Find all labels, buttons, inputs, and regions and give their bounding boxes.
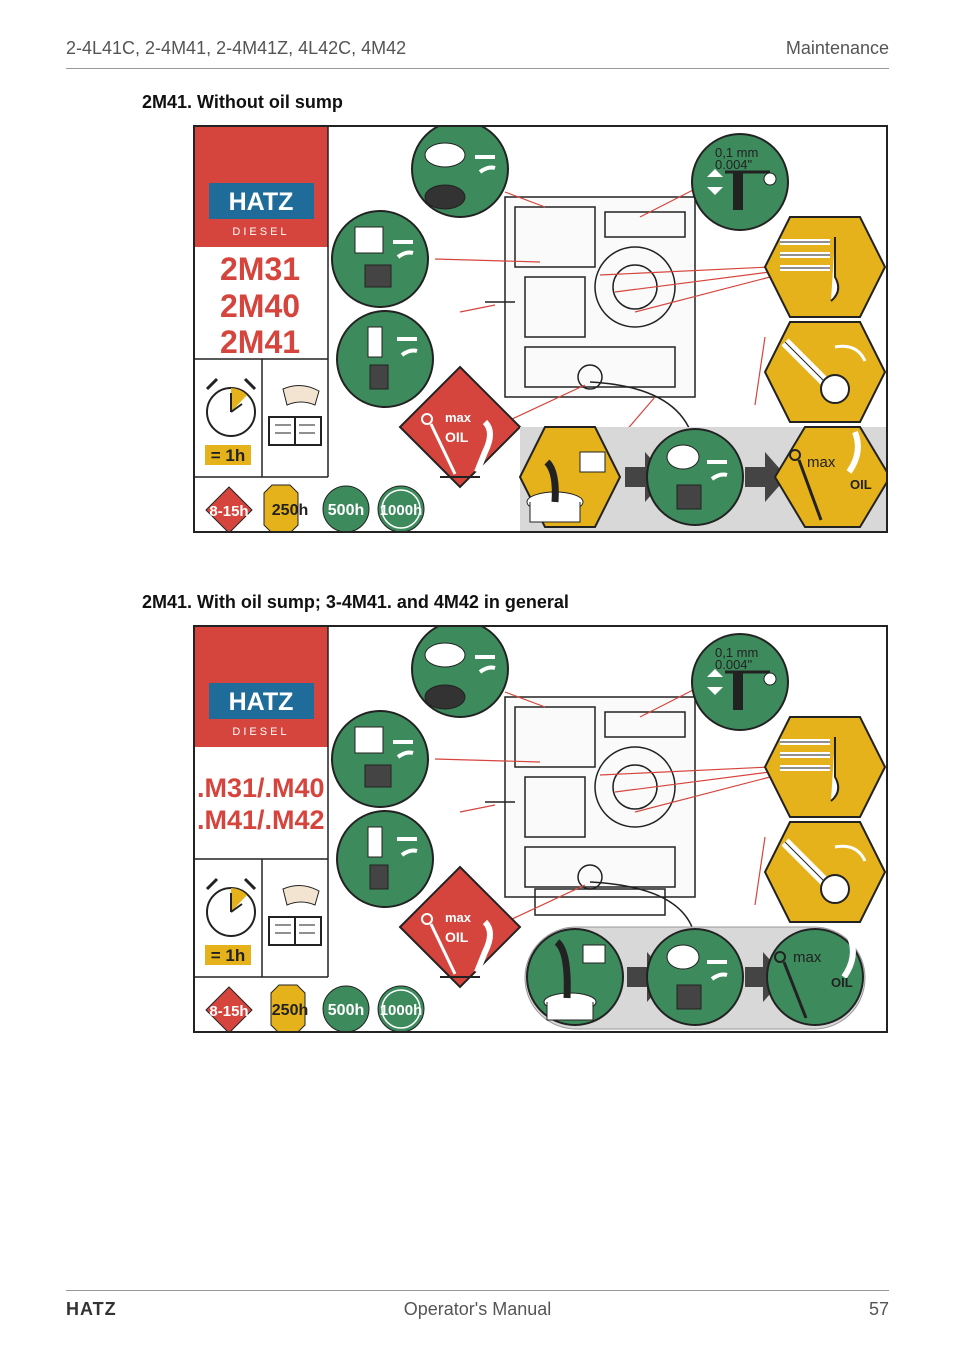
duration-label: = 1h (211, 446, 246, 465)
logo-sub: DIESEL (232, 226, 289, 238)
wrench-icon (763, 821, 886, 923)
valve-inch: 0.004" (715, 657, 753, 672)
valve-inch: 0.004" (715, 157, 753, 172)
engine-illustration (485, 696, 696, 916)
fill-oil: OIL (831, 975, 853, 990)
read-manual-icon (268, 385, 322, 446)
fuel-prefilter-icon (336, 310, 434, 408)
interval-500h-badge (322, 485, 370, 531)
page-number: 57 (868, 1299, 889, 1319)
interval-1000h-badge (377, 485, 425, 531)
model-line-3: 2M41 (220, 324, 300, 360)
fill-oil: OIL (850, 477, 872, 492)
footer-brand: HATZ (66, 1299, 117, 1319)
footer-title: Operator's Manual (403, 1299, 552, 1319)
interval-250h-badge (270, 984, 306, 1031)
alarm-clock-icon (205, 877, 257, 937)
interval-4: 1000h (380, 502, 423, 519)
oil-filter-change-icon (646, 928, 744, 1026)
model-line-1: 2M31 (220, 251, 300, 287)
interval-8-15h-badge (205, 486, 253, 531)
fuel-filter-icon (331, 210, 429, 308)
drain-oil-icon (526, 928, 624, 1026)
page-header: 2-4L41C, 2-4M41, 2-4M41Z, 4L42C, 4M42 Ma… (66, 38, 889, 69)
check-oil: OIL (445, 429, 469, 445)
interval-8-15h-badge (205, 986, 253, 1031)
fill-oil-icon (766, 928, 864, 1026)
header-section: Maintenance (785, 38, 889, 58)
hatz-logo (209, 683, 314, 719)
model-line-1: .M31/.M40 (197, 773, 325, 803)
section-heading-1: 2M41. Without oil sump (142, 92, 343, 112)
cleaning-brush-icon (763, 216, 886, 318)
maintenance-panel-1: HATZ DIESEL 2M31 2M40 2M41 = 1h (193, 125, 888, 533)
maintenance-panel-2: HATZ DIESEL .M31/.M40 .M41/.M42 = 1h 8-1… (193, 625, 888, 1033)
logo-sub: DIESEL (232, 726, 289, 738)
valve-mm: 0,1 mm (715, 645, 758, 660)
fill-max: max (793, 949, 822, 966)
drain-oil-icon (518, 426, 622, 528)
hatz-logo (209, 183, 314, 219)
check-max: max (445, 910, 472, 925)
air-filter-icon (411, 627, 509, 718)
engine-illustration (485, 196, 696, 398)
duration-label: = 1h (211, 946, 246, 965)
valve-clearance-icon (691, 633, 789, 731)
interval-3: 500h (328, 502, 364, 519)
valve-mm: 0,1 mm (715, 145, 758, 160)
fuel-prefilter-icon (336, 810, 434, 908)
interval-1: 8-15h (209, 503, 248, 520)
oil-filter-change-icon (646, 428, 744, 526)
model-line-2: .M41/.M42 (197, 805, 325, 835)
check-oil: OIL (445, 929, 469, 945)
header-models: 2-4L41C, 2-4M41, 2-4M41Z, 4L42C, 4M42 (66, 38, 407, 58)
alarm-clock-icon (205, 377, 257, 437)
interval-250h-badge (263, 484, 299, 531)
interval-4: 1000h (380, 1002, 423, 1019)
interval-1: 8-15h (209, 1003, 248, 1020)
valve-clearance-icon (691, 133, 789, 231)
oil-level-check-icon (398, 365, 522, 489)
oil-level-check-icon (398, 865, 522, 989)
logo-text: HATZ (229, 688, 294, 716)
interval-3: 500h (328, 1002, 364, 1019)
interval-2: 250h (272, 502, 308, 519)
fuel-filter-icon (331, 710, 429, 808)
interval-1000h-badge (377, 985, 425, 1031)
air-filter-icon (411, 127, 509, 218)
cleaning-brush-icon (763, 716, 886, 818)
page-footer: HATZ Operator's Manual 57 (66, 1290, 889, 1331)
interval-500h-badge (322, 985, 370, 1031)
wrench-icon (763, 321, 886, 423)
check-max: max (445, 410, 472, 425)
read-manual-icon (268, 885, 322, 946)
section-heading-2: 2M41. With oil sump; 3-4M41. and 4M42 in… (142, 592, 569, 612)
interval-2: 250h (272, 1002, 308, 1019)
fill-oil-icon (773, 426, 886, 528)
fill-max: max (807, 454, 836, 471)
logo-text: HATZ (229, 188, 294, 216)
model-line-2: 2M40 (220, 288, 300, 324)
